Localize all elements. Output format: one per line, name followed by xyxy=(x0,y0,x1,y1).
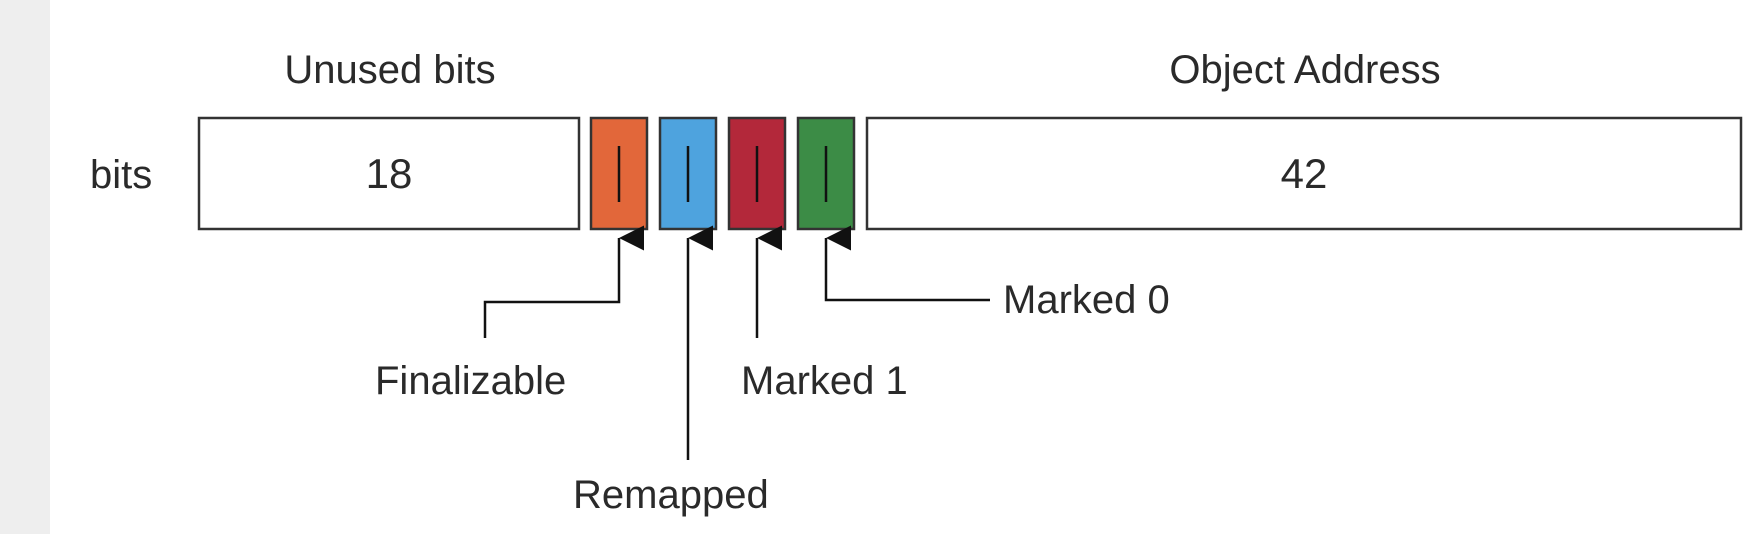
flag-bits xyxy=(589,116,856,231)
unused-bits-count: 18 xyxy=(366,150,413,197)
left-margin-strip xyxy=(0,0,50,534)
object-address-header: Object Address xyxy=(1169,48,1440,92)
marked-1-bit xyxy=(727,116,787,231)
remapped-label: Remapped xyxy=(573,473,769,517)
object-address-field xyxy=(865,116,1743,231)
unused-bits-field xyxy=(197,116,581,231)
marked-0-label: Marked 0 xyxy=(1003,278,1170,322)
finalizable-label: Finalizable xyxy=(375,359,566,403)
bits-row-label: bits xyxy=(90,153,152,197)
object-address-count: 42 xyxy=(1281,150,1328,197)
marked-0-arrow xyxy=(824,225,990,302)
finalizable-arrow xyxy=(483,225,644,338)
unused-bits-header: Unused bits xyxy=(284,48,495,92)
marked-1-label: Marked 1 xyxy=(741,359,908,403)
diagram-panel xyxy=(50,0,1762,534)
flag-callouts xyxy=(483,225,990,460)
